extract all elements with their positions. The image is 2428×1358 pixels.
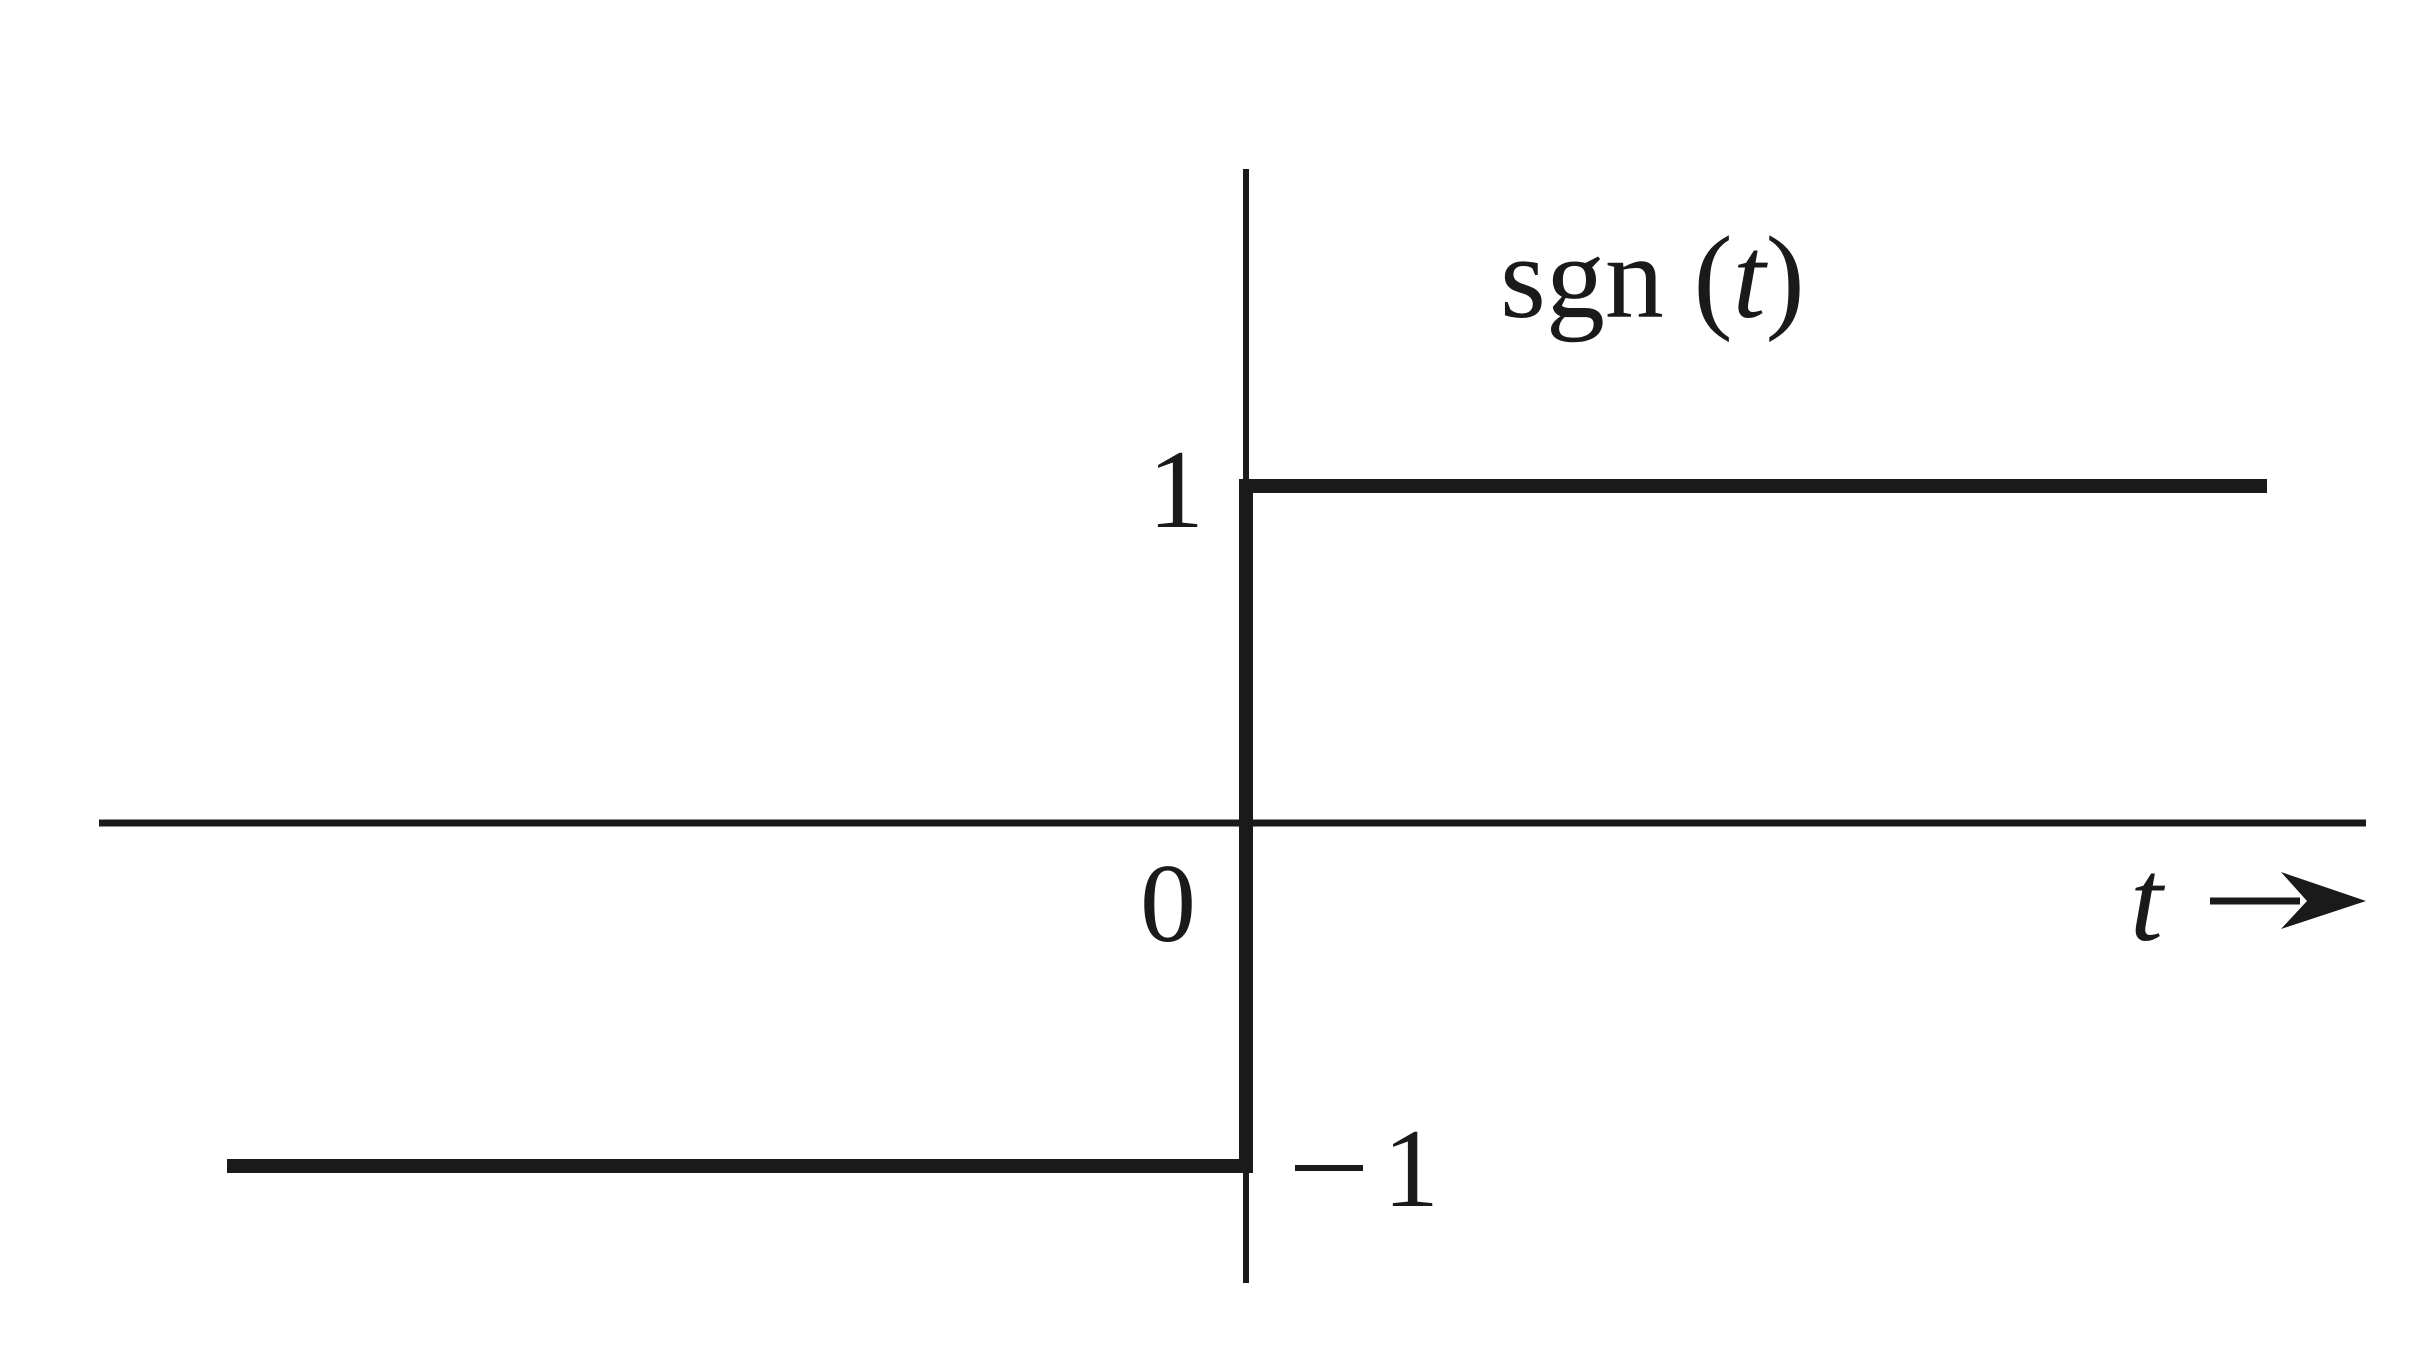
y-tick-label-negative: 1: [1383, 1107, 1439, 1231]
function-variable: t: [1733, 212, 1769, 343]
x-axis-label: t: [2130, 835, 2166, 966]
function-name: sgn: [1500, 212, 1664, 343]
sgn-curve: [227, 479, 2267, 1173]
function-title: sgn (t): [1500, 212, 1805, 343]
y-tick-label-positive: 1: [1148, 428, 1204, 552]
paren-open: (: [1664, 212, 1733, 343]
paren-close: ): [1766, 212, 1805, 343]
x-direction-arrow-icon: [2210, 872, 2366, 929]
origin-label: 0: [1140, 842, 1196, 966]
